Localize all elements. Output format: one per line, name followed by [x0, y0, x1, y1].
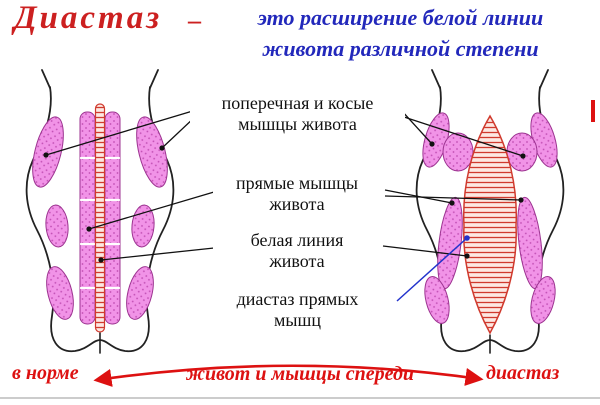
callout-linea-alba-line2: живота: [269, 250, 325, 271]
callout-oblique-muscles: поперечная и косые мышцы живота: [190, 93, 405, 135]
callout-oblique-muscles-line1: поперечная и косые: [221, 93, 374, 113]
title-keyword: Диастаз: [14, 0, 163, 36]
left-oblique-mid-r: [131, 204, 155, 248]
title-dash-icon: –: [188, 6, 201, 35]
left-oblique-upper-r: [136, 116, 168, 188]
right-oblique-lower-r: [530, 276, 556, 324]
callout-diastasis: диастаз прямых мышц: [205, 289, 390, 331]
right-muscles: [422, 112, 558, 324]
left-muscles: [32, 111, 168, 325]
left-oblique-upper-l: [32, 116, 64, 188]
callout-lines: [43, 109, 526, 263]
comparison-arrow: [93, 364, 484, 387]
callout-rectus-muscles: прямые мышцы живота: [213, 173, 381, 215]
callout-rectus-muscles-line1: прямые мышцы: [236, 173, 358, 193]
left-oblique-lower-r: [126, 266, 154, 320]
left-figure: [25, 69, 175, 354]
left-linea-alba: [94, 103, 106, 333]
title-definition: это расширение белой линии живота различ…: [203, 2, 598, 64]
diastasis-area: [462, 114, 518, 335]
left-tendinous-lines: [79, 156, 121, 290]
caption-diastasis: диастаз: [486, 362, 560, 384]
left-neck-lines: [41, 69, 159, 89]
title-definition-line1: это расширение белой линии: [257, 5, 544, 30]
callout-linea-alba-line1: белая линия: [250, 230, 344, 250]
callout-rectus-muscles-line2: живота: [269, 193, 325, 214]
right-oblique-lower-l: [424, 276, 450, 324]
title-definition-line2: живота различной степени: [262, 36, 539, 62]
caption-front-view: живот и мышцы спереди: [185, 363, 415, 385]
left-oblique-lower-l: [46, 266, 74, 320]
right-neck-lines: [431, 69, 549, 89]
left-oblique-mid-l: [45, 204, 69, 248]
diastasis-callout-line: [396, 235, 470, 302]
callout-diastasis-line2: мышц: [274, 309, 321, 330]
left-rectus-r: [104, 111, 121, 325]
callout-linea-alba: белая линия живота: [213, 230, 381, 272]
callout-diastasis-line1: диастаз прямых: [236, 289, 359, 309]
right-figure: [415, 69, 565, 354]
caption-normal: в норме: [12, 362, 79, 384]
callout-oblique-muscles-line2: мышцы живота: [238, 113, 357, 134]
